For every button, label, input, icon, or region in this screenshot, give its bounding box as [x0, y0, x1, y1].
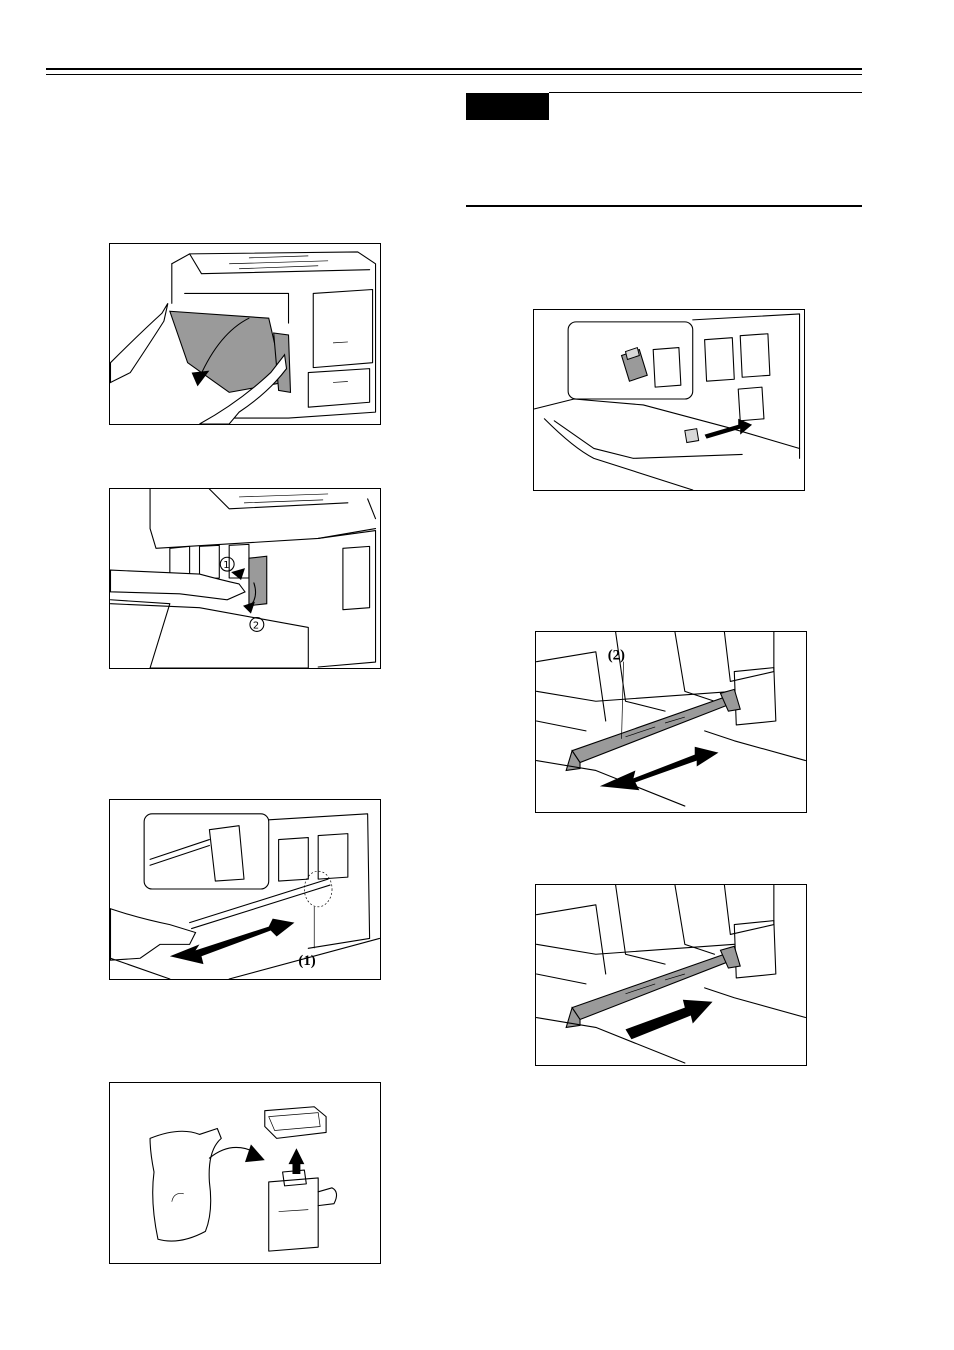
step-marker-1: 1 — [223, 560, 229, 571]
figure-cleaning-rod: (1) — [109, 799, 381, 980]
detail-inset — [567, 321, 694, 400]
push-rail-illustration — [536, 885, 806, 1064]
pull-rail-illustration: (2) — [536, 632, 806, 807]
callout-2: (2) — [608, 648, 625, 664]
header-rule-top — [46, 68, 862, 70]
unpack-waste-toner-box-illustration — [149, 1106, 338, 1252]
install-waste-toner-box-illustration — [534, 313, 801, 490]
header-rule-bottom — [46, 74, 862, 75]
figure-unpack-waste-toner-box — [109, 1082, 381, 1264]
remove-waste-toner-box-illustration: 1 2 — [110, 489, 377, 668]
detail-inset — [143, 813, 270, 890]
figure-push-rail — [535, 884, 807, 1066]
notice-bottom-rule — [466, 205, 862, 207]
figure-pull-rail: (2) — [535, 631, 807, 813]
notice-badge — [466, 93, 549, 120]
notice-top-rule — [549, 92, 862, 93]
step-marker-2: 2 — [253, 620, 259, 631]
callout-1: (1) — [298, 953, 315, 969]
figure-open-front-cover — [109, 243, 381, 425]
open-front-cover-illustration — [110, 251, 377, 424]
figure-install-waste-toner-box — [533, 309, 805, 491]
cleaning-rod-illustration: (1) — [110, 813, 380, 979]
figure-remove-waste-toner-box: 1 2 — [109, 488, 381, 669]
